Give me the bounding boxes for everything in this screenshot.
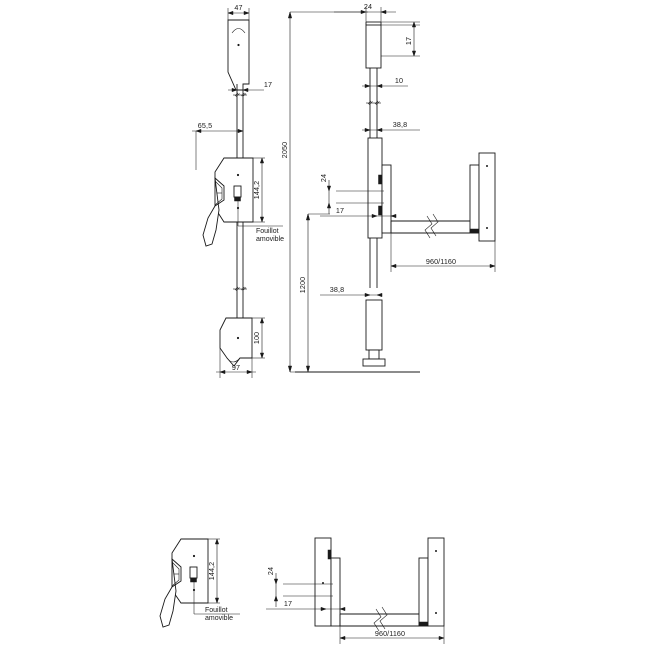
bottom-lever-handle-plate xyxy=(159,538,209,628)
view-top-right-front-elevation: 2050 1200 24 xyxy=(280,2,496,373)
fixing-hole-upper xyxy=(236,173,240,177)
dimension-655: 65,5 xyxy=(192,121,244,170)
dimension-17-bottom-label: 17 xyxy=(284,599,292,608)
dimension-24-top: 24 xyxy=(334,2,396,22)
bottom-plate xyxy=(219,317,253,367)
upper-vertical-rod xyxy=(233,84,247,168)
note-fouillot-bottom-line1: Fouillot xyxy=(205,607,228,614)
dimension-2050-label: 2050 xyxy=(280,142,289,158)
lock-latch-lower xyxy=(378,205,382,216)
view-bottom-right-pushbar-plan: 24 17 960/1160 xyxy=(266,537,445,644)
push-bar-left-mount xyxy=(381,164,392,234)
dimension-17-bar-label: 17 xyxy=(336,206,344,215)
push-bar-right-mount xyxy=(469,164,480,234)
note-fouillot-amovible-bottom-left: Fouillot amovible xyxy=(193,581,240,622)
dimension-1442-top-left: 144,2 xyxy=(252,157,265,223)
dimension-388-upper-label: 38,8 xyxy=(393,120,407,129)
view-bottom-left-handle-detail: 144,2 Fouillot amovible xyxy=(159,538,240,628)
bottom-push-bar-assembly xyxy=(330,537,445,632)
bottom-right-hole-bottom xyxy=(435,612,437,614)
bottom-right-end-plate xyxy=(427,537,445,627)
lever-handle-plate xyxy=(202,157,254,247)
dimension-47-label: 47 xyxy=(234,3,242,12)
dimension-1442-bottom-left-label: 144,2 xyxy=(207,562,216,581)
dimension-10: 10 xyxy=(362,76,408,89)
push-bar-assembly xyxy=(381,152,496,242)
follower-spindle xyxy=(234,196,241,202)
bottom-push-bar-left-mount xyxy=(330,557,341,627)
dimension-17-bar: 17 xyxy=(320,206,397,219)
lock-case-body xyxy=(367,137,383,239)
note-fouillot-amovible-top-left: Fouillot amovible xyxy=(237,200,284,243)
fixing-hole-bottom xyxy=(236,336,240,340)
dimension-bar-length-top: 960/1160 xyxy=(390,233,496,272)
dimension-97-label: 97 xyxy=(232,363,240,372)
dimension-bar-length-bottom-label: 960/1160 xyxy=(375,629,405,638)
note-fouillot-line2: amovible xyxy=(256,236,284,243)
dimension-97: 97 xyxy=(216,348,256,378)
view-top-left-side-elevation: 47 17 65,5 xyxy=(192,3,284,378)
dimension-1200: 1200 xyxy=(298,213,330,373)
dimension-655-label: 65,5 xyxy=(198,121,212,130)
central-lock-case xyxy=(367,118,383,288)
dimension-17-top-right: 17 xyxy=(381,21,420,57)
lower-vertical-rod xyxy=(233,222,247,322)
dimension-1200-label: 1200 xyxy=(298,277,307,293)
bottom-rod-body xyxy=(365,299,383,351)
dimension-100: 100 xyxy=(252,317,265,359)
upper-rod-right-view xyxy=(366,68,381,118)
bottom-lock-hole xyxy=(322,582,324,584)
right-end-plate xyxy=(478,152,496,242)
bottom-lock-latch-top xyxy=(327,549,332,560)
dimension-388-lower-label: 38,8 xyxy=(330,285,344,294)
dimension-17-bottom: 17 xyxy=(266,599,346,612)
bottom-follower-square xyxy=(189,566,198,579)
dimension-17-top-left: 17 xyxy=(228,80,272,93)
bottom-fixing-hole-upper xyxy=(192,554,196,558)
dimension-24-top-label: 24 xyxy=(364,2,372,11)
dimension-1442-bottom-left: 144,2 xyxy=(207,538,220,604)
right-plate-hole-top xyxy=(486,165,488,167)
note-fouillot-line1: Fouillot xyxy=(256,228,279,235)
dimension-1442-top-left-label: 144,2 xyxy=(252,181,261,200)
dimension-47: 47 xyxy=(227,3,250,20)
dimension-388-upper: 38,8 xyxy=(362,120,420,133)
dimension-bar-length-bottom: 960/1160 xyxy=(339,626,445,644)
bottom-rod-foot-plate xyxy=(362,358,386,367)
top-rod-head xyxy=(365,21,382,69)
dimension-17-top-right-label: 17 xyxy=(404,37,413,45)
dimension-bar-length-top-label: 960/1160 xyxy=(426,257,456,266)
bottom-left-lock-case xyxy=(314,537,332,627)
dimension-10-label: 10 xyxy=(395,76,403,85)
bottom-right-hole-top xyxy=(435,550,437,552)
dimension-24-bar-label: 24 xyxy=(319,174,328,182)
lock-latch xyxy=(378,174,382,185)
dimension-24-bottom: 24 xyxy=(266,567,333,607)
top-rod-head-body xyxy=(365,24,382,69)
right-plate-hole-bottom xyxy=(486,227,488,229)
dimension-17-top-left-label: 17 xyxy=(264,80,272,89)
bottom-rod-foot xyxy=(295,299,420,373)
dimension-24-bottom-label: 24 xyxy=(266,567,275,575)
fixing-hole-top xyxy=(237,43,240,47)
push-bar-right-foot xyxy=(469,228,480,234)
dimension-24-bar: 24 xyxy=(319,174,384,214)
bottom-follower-spindle xyxy=(190,577,197,583)
top-escutcheon-plate xyxy=(227,19,250,91)
dimension-100-label: 100 xyxy=(252,332,261,344)
follower-square xyxy=(233,185,242,198)
note-fouillot-bottom-line2: amovible xyxy=(205,615,233,622)
bottom-rod-stem xyxy=(368,349,380,360)
bottom-push-bar-right-mount xyxy=(418,557,429,627)
dimension-388-lower: 38,8 xyxy=(320,285,383,298)
bottom-push-bar-right-foot xyxy=(418,621,429,627)
